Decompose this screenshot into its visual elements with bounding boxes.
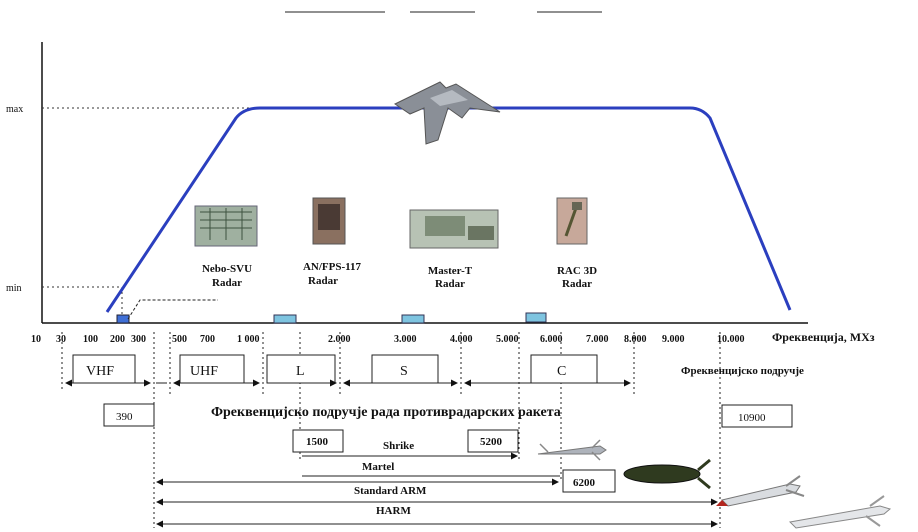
- stealth-bomber-image: [393, 81, 501, 145]
- range-box-shrike-high: 5200: [467, 429, 519, 453]
- radar-label-master-t-name: Master-T: [428, 265, 473, 277]
- c-band-marker: [525, 312, 547, 323]
- vhf-band-marker: [116, 314, 130, 324]
- missile-range-harm: HARM: [156, 498, 718, 528]
- x-tick-label: 1 000: [237, 334, 260, 345]
- range-box-right: 10900: [721, 404, 793, 428]
- x-tick-label: 9.000: [662, 334, 685, 345]
- missile-label-shrike: Shrike: [383, 440, 414, 452]
- x-tick-label: 300: [131, 334, 146, 345]
- x-tick-label: 200: [110, 334, 125, 345]
- radar-image-nebo: [194, 205, 258, 247]
- missile-image-shrike: [537, 439, 607, 461]
- missile-label-martel: Martel: [362, 461, 394, 473]
- range-box-left: 390: [103, 403, 155, 427]
- x-tick-label: 100: [83, 334, 98, 345]
- radar-label-master-t-sub: Radar: [435, 278, 465, 290]
- range-value-shrike-low: 1500: [306, 436, 329, 448]
- band-label: S: [400, 364, 408, 379]
- missile-range-martel: Martel: [302, 461, 560, 477]
- band-uhf: UHF: [179, 354, 245, 384]
- range-value-right: 10900: [738, 412, 766, 424]
- missile-label-harm: HARM: [376, 505, 411, 517]
- radar-label-nebo-sub: Radar: [212, 277, 242, 289]
- radar-label-anfps117-name: AN/FPS-117: [303, 261, 362, 273]
- radar-image-master-t: [409, 209, 499, 249]
- x-tick-label: 6.000: [540, 334, 563, 345]
- range-value-martel-high: 6200: [573, 477, 596, 489]
- x-tick-label: 10: [31, 334, 41, 345]
- x-tick-label: 4.000: [450, 334, 473, 345]
- missile-range-standard-arm: Standard ARM: [156, 478, 559, 497]
- range-value-shrike-high: 5200: [480, 436, 503, 448]
- missile-range-shrike: Shrike: [302, 440, 518, 460]
- band-label: L: [296, 364, 305, 379]
- band-vhf: VHF: [72, 354, 136, 384]
- x-tick-label: 30: [56, 334, 66, 345]
- s-band-marker: [401, 314, 425, 324]
- band-s: S: [371, 354, 439, 384]
- x-tick-label: 5.000: [496, 334, 519, 345]
- radar-label-anfps117-sub: Radar: [308, 275, 338, 287]
- missile-image-martel: [623, 458, 711, 490]
- x-tick-label: 7.000: [586, 334, 609, 345]
- band-label: C: [557, 364, 566, 379]
- x-tick-label: 500: [172, 334, 187, 345]
- l-band-marker: [273, 314, 297, 324]
- band-label: UHF: [190, 364, 218, 379]
- missile-image-harm: [788, 495, 892, 529]
- band-row-label: Фреквенцијско подручје: [681, 365, 804, 377]
- radar-label-rac3d-name: RAC 3D: [557, 265, 597, 277]
- x-tick-label: 2.000: [328, 334, 351, 345]
- band-label: VHF: [86, 364, 114, 379]
- x-tick-label: 700: [200, 334, 215, 345]
- radar-image-rac3d: [556, 197, 588, 245]
- y-min-label: min: [6, 283, 22, 294]
- missile-range-title: Фреквенцијско подручје рада противрадарс…: [211, 405, 561, 420]
- radar-label-nebo-name: Nebo-SVU: [202, 263, 252, 275]
- x-tick-labels: 10 30 100 200 300 500 700 1 000 2.000 3.…: [31, 334, 745, 345]
- x-tick-label: 10.000: [717, 334, 745, 345]
- x-tick-label: 8.000: [624, 334, 647, 345]
- radar-label-rac3d-sub: Radar: [562, 278, 592, 290]
- range-box-shrike-low: 1500: [292, 429, 344, 453]
- range-value-left: 390: [116, 411, 133, 423]
- missile-image-standard-arm: [716, 475, 805, 507]
- x-tick-label: 3.000: [394, 334, 417, 345]
- x-axis-title: Фреквенција, MХз: [772, 330, 875, 344]
- band-l: L: [266, 354, 336, 384]
- frequency-guides: [61, 332, 721, 528]
- y-max-label: max: [6, 104, 23, 115]
- missile-label-standard-arm: Standard ARM: [354, 485, 427, 497]
- radar-image-anfps117: [312, 197, 346, 245]
- range-box-martel-high: 6200: [562, 469, 616, 493]
- vhf-marker-connector: [127, 299, 218, 320]
- band-c: C: [530, 354, 598, 384]
